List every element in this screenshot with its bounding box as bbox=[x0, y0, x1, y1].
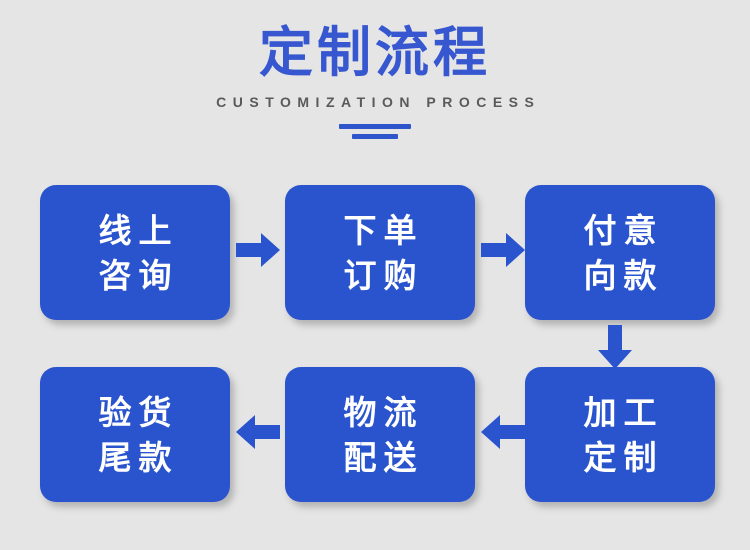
step-label-line2: 配送 bbox=[343, 437, 424, 477]
arrow-right-icon bbox=[481, 232, 525, 268]
flow-step-online-consultation[interactable]: 线上 咨询 bbox=[40, 185, 230, 320]
flow-step-place-order[interactable]: 下单 订购 bbox=[285, 185, 475, 320]
flow-step-inspection-final-payment[interactable]: 验货 尾款 bbox=[40, 367, 230, 502]
arrow-right-icon bbox=[236, 232, 280, 268]
page-subtitle: CUSTOMIZATION PROCESS bbox=[216, 94, 541, 110]
step-label-line2: 尾款 bbox=[98, 437, 179, 477]
page-header: 定制流程 CUSTOMIZATION PROCESS bbox=[0, 0, 750, 170]
arrow-down-icon bbox=[597, 325, 633, 369]
divider-bar-top bbox=[339, 124, 411, 129]
flow-step-processing-customization[interactable]: 加工 定制 bbox=[525, 367, 715, 502]
double-bar-divider-icon bbox=[339, 124, 411, 139]
flow-step-logistics-delivery[interactable]: 物流 配送 bbox=[285, 367, 475, 502]
flow-step-payment[interactable]: 付意 向款 bbox=[525, 185, 715, 320]
step-label-line2: 定制 bbox=[583, 437, 664, 477]
step-label-line1: 加工 bbox=[583, 392, 664, 432]
step-label-line1: 付意 bbox=[583, 210, 664, 250]
step-label-line1: 线上 bbox=[98, 210, 179, 250]
step-label-line2: 咨询 bbox=[98, 255, 179, 295]
arrow-left-icon bbox=[481, 414, 525, 450]
step-label-line1: 验货 bbox=[98, 392, 179, 432]
step-label-line2: 向款 bbox=[583, 255, 664, 295]
arrow-left-icon bbox=[236, 414, 280, 450]
step-label-line1: 下单 bbox=[343, 210, 424, 250]
step-label-line1: 物流 bbox=[343, 392, 424, 432]
page-title: 定制流程 bbox=[259, 21, 491, 84]
divider-bar-bottom bbox=[352, 134, 398, 139]
step-label-line2: 订购 bbox=[343, 255, 424, 295]
